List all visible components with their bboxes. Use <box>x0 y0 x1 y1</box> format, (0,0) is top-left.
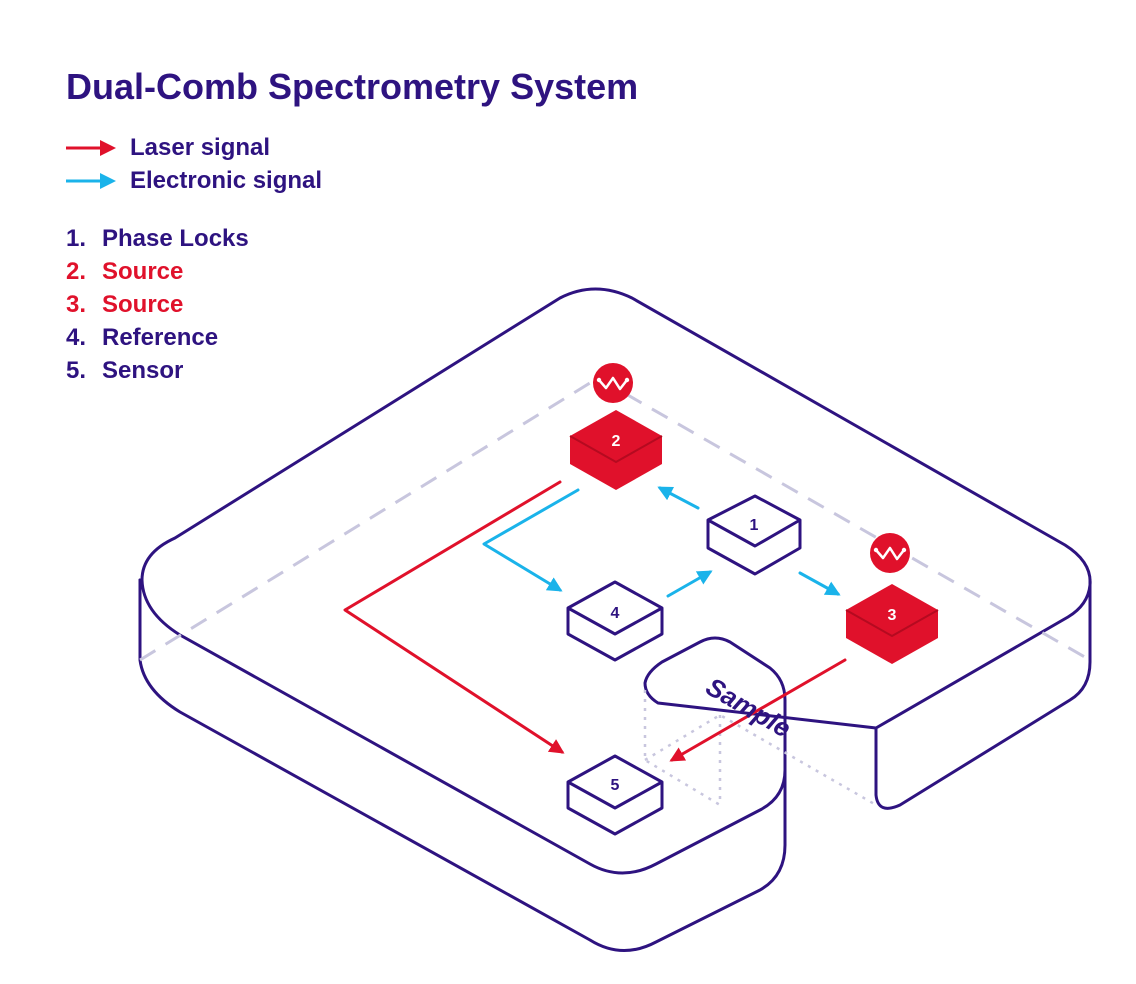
page-title: Dual-Comb Spectrometry System <box>66 66 639 107</box>
legend-laser: Laser signal <box>64 134 270 162</box>
legend-label-laser: Laser signal <box>130 134 271 161</box>
laser-from-source-2 <box>343 480 565 754</box>
dashed-guides <box>139 376 1091 662</box>
waveform-icon <box>870 533 910 573</box>
node-source-2: 2 <box>569 363 663 490</box>
electronic-signals <box>482 486 841 598</box>
component-key: 1.Phase Locks 2.Source 3.Source 4.Refere… <box>66 222 249 387</box>
waveform-icon <box>593 363 633 403</box>
key-item-source-3: 3.Source <box>66 291 184 318</box>
left-wall-front <box>138 578 787 952</box>
legend-label-electronic: Electronic signal <box>130 167 323 194</box>
node-label-2: 2 <box>612 433 621 450</box>
node-label-5: 5 <box>611 777 620 794</box>
node-label-3: 3 <box>888 607 897 624</box>
signal-4-to-1 <box>666 570 713 598</box>
platform-walls <box>138 578 1092 952</box>
arrow-right-icon <box>66 173 116 189</box>
laser-from-source-3 <box>669 658 847 762</box>
signal-1-to-2 <box>657 486 700 510</box>
node-label-4: 4 <box>611 605 620 622</box>
legend-electronic: Electronic signal <box>64 167 322 195</box>
node-phase-locks: 1 <box>706 494 802 576</box>
node-label-1: 1 <box>750 517 759 534</box>
node-reference: 4 <box>566 580 664 662</box>
dotted-guides <box>643 690 877 807</box>
node-sensor: 5 <box>566 754 664 836</box>
key-item-phase-locks: 1.Phase Locks <box>66 225 249 252</box>
arrow-right-icon <box>66 140 116 156</box>
right-wall <box>874 578 1092 810</box>
signal-2-to-4 <box>482 488 580 592</box>
signal-1-to-3 <box>798 571 841 596</box>
key-item-source-2: 2.Source <box>66 258 184 285</box>
platform-top-outline <box>140 287 1092 875</box>
laser-signals <box>343 480 847 762</box>
node-source-3: 3 <box>845 533 939 664</box>
key-item-sensor: 5.Sensor <box>66 357 184 384</box>
key-item-reference: 4.Reference <box>66 324 219 351</box>
